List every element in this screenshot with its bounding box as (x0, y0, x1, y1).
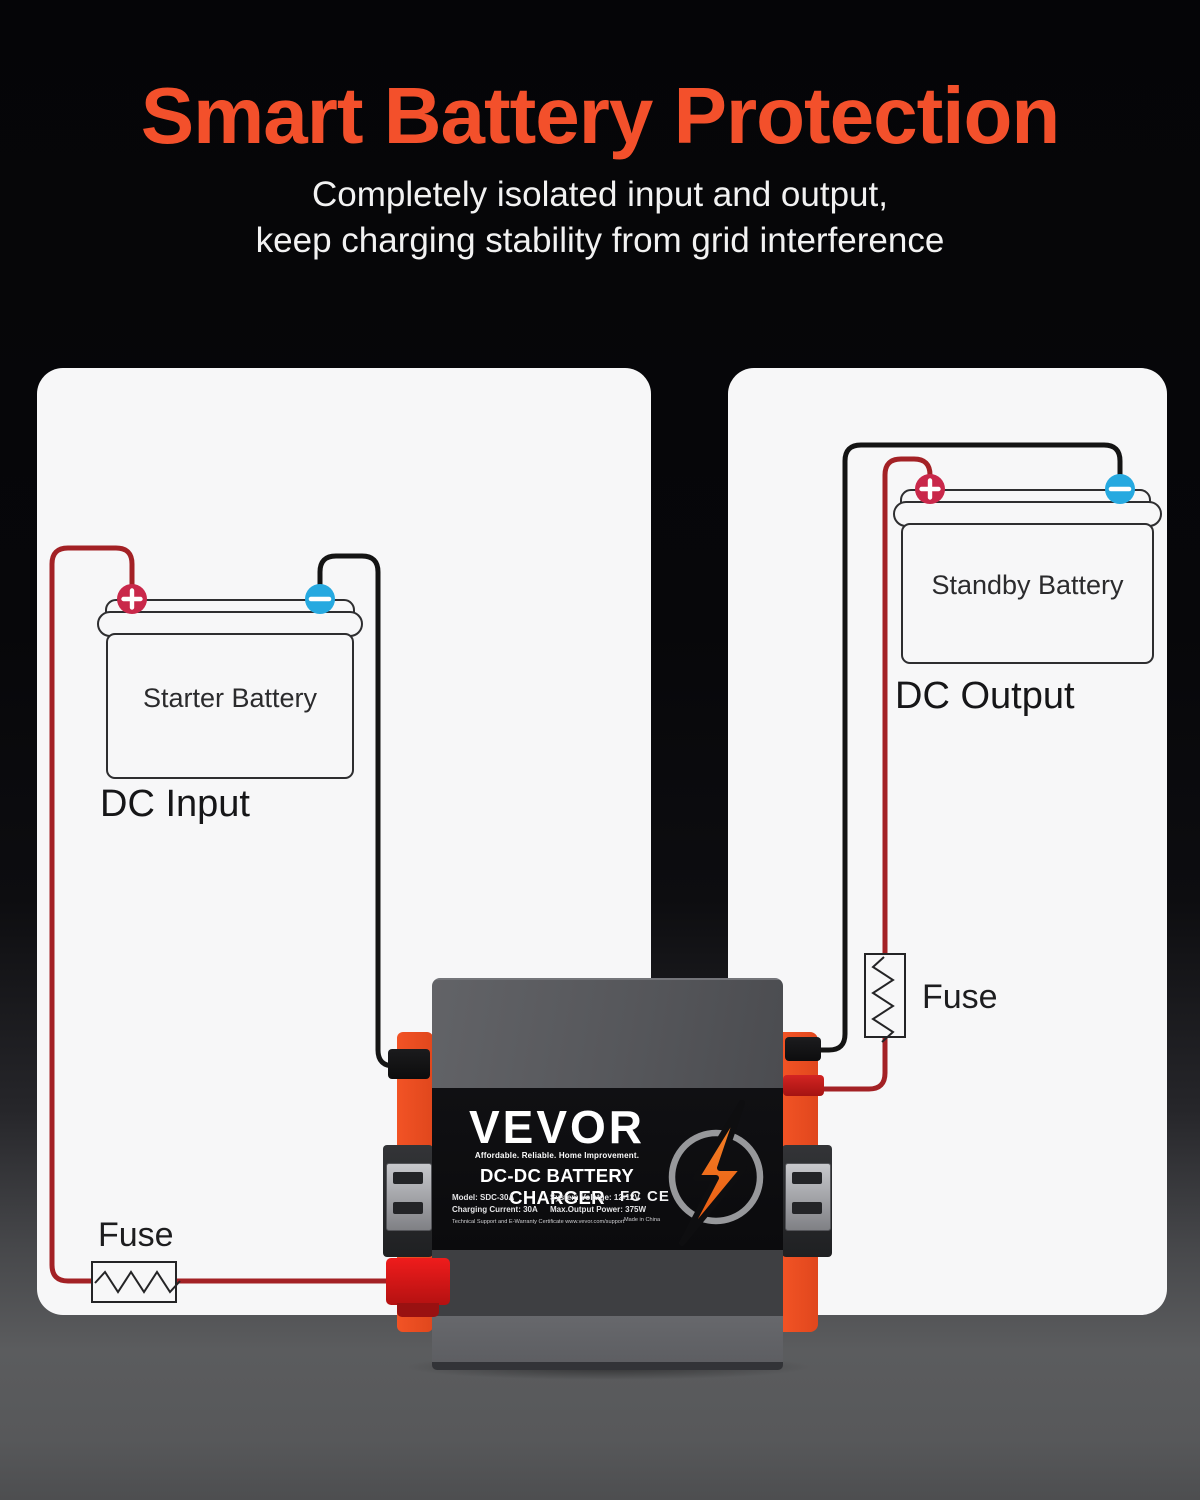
dc-dc-charger: VEVOR Affordable. Reliable. Home Improve… (383, 978, 832, 1380)
input-positive-plug (386, 1258, 450, 1305)
made-in-label: Made in China (624, 1217, 661, 1223)
spec-max-output-power: Max.Output Power: 375W (550, 1205, 647, 1214)
product-title: DC-DC BATTERY CHARGER (480, 1165, 634, 1208)
terminal-screw (393, 1202, 423, 1214)
ce-mark: CE (647, 1188, 670, 1205)
fuse-cover-right (785, 1163, 831, 1231)
spec-support: Technical Support and E-Warranty Certifi… (452, 1219, 625, 1225)
brand-logo: VEVOR (468, 1101, 646, 1153)
input-positive-plug-tip (397, 1303, 439, 1317)
standby-battery-label: Standby Battery (931, 570, 1124, 600)
lightning-badge (668, 1100, 764, 1246)
subtitle-line-1: Completely isolated input and output, (312, 175, 888, 214)
fuse-label-right: Fuse (922, 978, 998, 1016)
dc-output-label: DC Output (895, 675, 1075, 717)
dc-input-label: DC Input (100, 783, 250, 825)
terminal-block-right (782, 1145, 832, 1257)
charger-foot (432, 1316, 783, 1362)
charger-top-face (432, 978, 783, 1088)
fuse-cover-left (386, 1163, 432, 1231)
output-negative-plug (785, 1037, 821, 1061)
starter-battery-label: Starter Battery (142, 683, 318, 713)
spec-system-voltage: System Volatge: 12-12V (550, 1193, 640, 1202)
charger-label-text: VEVOR Affordable. Reliable. Home Improve… (432, 1088, 682, 1250)
terminal-screw (792, 1172, 822, 1184)
terminal-screw (393, 1172, 423, 1184)
page-title: Smart Battery Protection (140, 71, 1060, 160)
certification-marks: FC CE (620, 1188, 670, 1205)
page-subtitle: Completely isolated input and output, ke… (0, 172, 1200, 264)
terminal-block-left (383, 1145, 433, 1257)
subtitle-line-2: keep charging stability from grid interf… (255, 221, 945, 260)
charger-lower-face (432, 1250, 783, 1316)
spec-charging-current: Charging Current: 30A (452, 1205, 538, 1214)
brand-tagline: Affordable. Reliable. Home Improvement. (474, 1151, 640, 1160)
input-negative-plug (388, 1049, 430, 1079)
lightning-ring (668, 1129, 764, 1225)
lightning-bolt-icon (679, 1100, 747, 1246)
terminal-screw (792, 1202, 822, 1214)
charger-base-edge (432, 1362, 783, 1370)
charger-body: VEVOR Affordable. Reliable. Home Improve… (432, 978, 783, 1370)
output-positive-plug (783, 1075, 824, 1096)
fuse-label-left: Fuse (98, 1216, 174, 1254)
spec-model: Model: SDC-30A (452, 1193, 515, 1202)
fcc-mark: FC (620, 1188, 642, 1205)
charger-label-panel: VEVOR Affordable. Reliable. Home Improve… (432, 1088, 783, 1250)
